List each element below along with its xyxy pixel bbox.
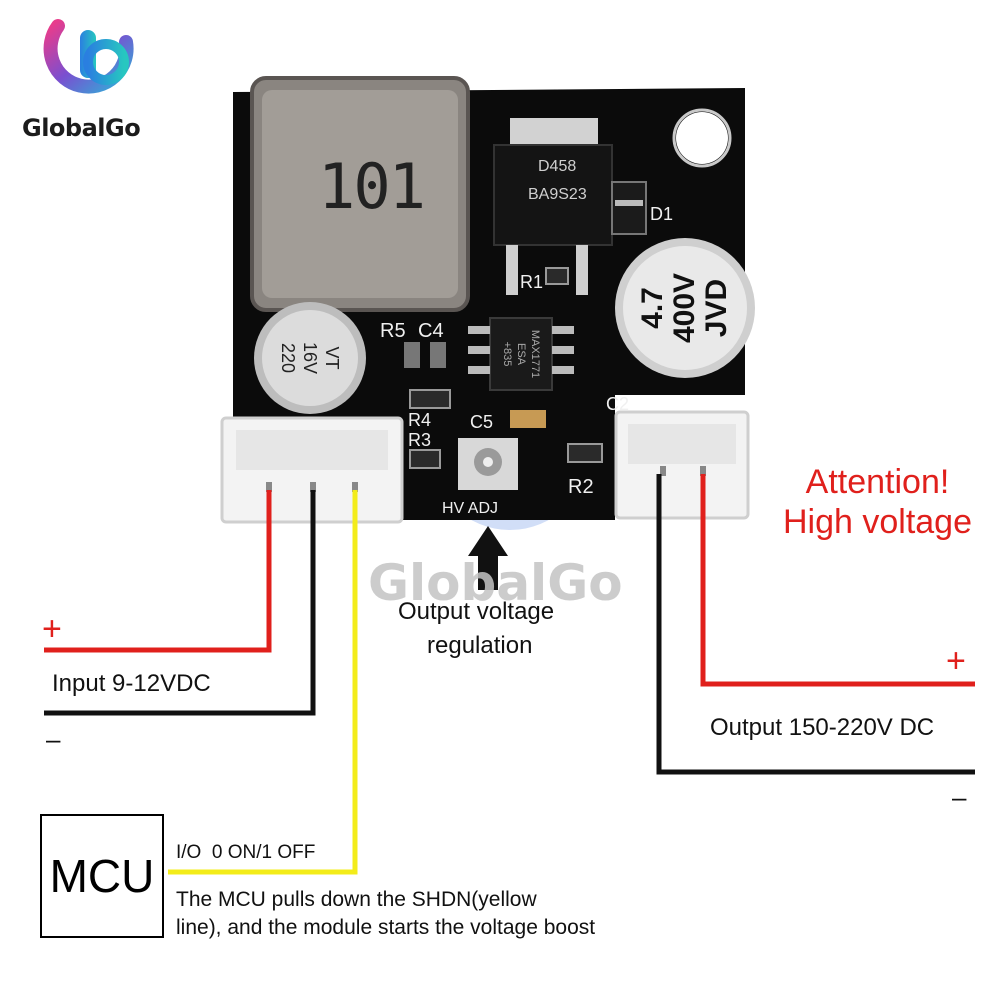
silk-d1: D1	[650, 204, 674, 224]
ic-date: +835	[501, 341, 513, 367]
inductor-code: 101	[318, 150, 426, 223]
input-plus-sign: +	[42, 610, 62, 648]
silk-r2: R2	[568, 476, 594, 498]
brand-logo: GlobalGo	[18, 12, 168, 142]
small-cap-voltage: 16V	[300, 341, 320, 375]
silk-hv-adj: HV ADJ	[442, 500, 499, 517]
brand-name: GlobalGo	[22, 114, 141, 142]
output-plus-sign: +	[946, 642, 966, 680]
big-cap-brand: JVD	[700, 278, 733, 338]
ic-suffix: ESA	[515, 342, 527, 365]
high-voltage-warning: Attention! High voltage	[770, 462, 985, 542]
output-minus-sign: –	[952, 782, 967, 812]
logo-mark-icon	[43, 19, 134, 94]
mosfet-marking-1: D458	[538, 158, 577, 175]
silk-c4: C4	[418, 320, 444, 342]
big-cap-markings: 4.7 400V JVD	[627, 238, 743, 378]
regulation-label-line2: regulation	[427, 632, 533, 659]
silk-c2: C2	[606, 394, 630, 414]
io-label: I/O 0 ON/1 OFF	[176, 842, 316, 863]
ic-markings: MAX1771 ESA +835	[489, 319, 553, 389]
silk-c5: C5	[470, 412, 494, 432]
shdn-note-line1: The MCU pulls down the SHDN(yellow	[176, 888, 537, 911]
silk-r1: R1	[520, 272, 544, 292]
shdn-note-line2: line), and the module starts the voltage…	[176, 916, 596, 939]
small-cap-value: 220	[278, 342, 298, 374]
small-cap-brand: VT	[322, 346, 342, 370]
mosfet-marking-2: BA9S23	[528, 186, 587, 203]
attention-line2: High voltage	[782, 503, 972, 541]
attention-line1: Attention!	[805, 463, 950, 501]
big-cap-value: 4.7	[636, 287, 669, 329]
small-cap-markings: VT 16V 220	[264, 310, 356, 406]
big-cap-voltage: 400V	[668, 272, 701, 344]
ic-part: MAX1771	[529, 329, 541, 379]
silk-r5: R5	[380, 320, 406, 342]
input-minus-sign: –	[46, 724, 61, 754]
input-voltage-label: Input 9-12VDC	[52, 670, 211, 697]
silk-r4: R4	[408, 410, 432, 430]
watermark-text: GlobalGo	[368, 554, 623, 612]
mcu-box: MCU	[40, 814, 164, 938]
regulation-label-line1: Output voltage	[398, 598, 555, 625]
output-voltage-label: Output 150-220V DC	[710, 714, 935, 741]
silk-r3: R3	[408, 430, 432, 450]
